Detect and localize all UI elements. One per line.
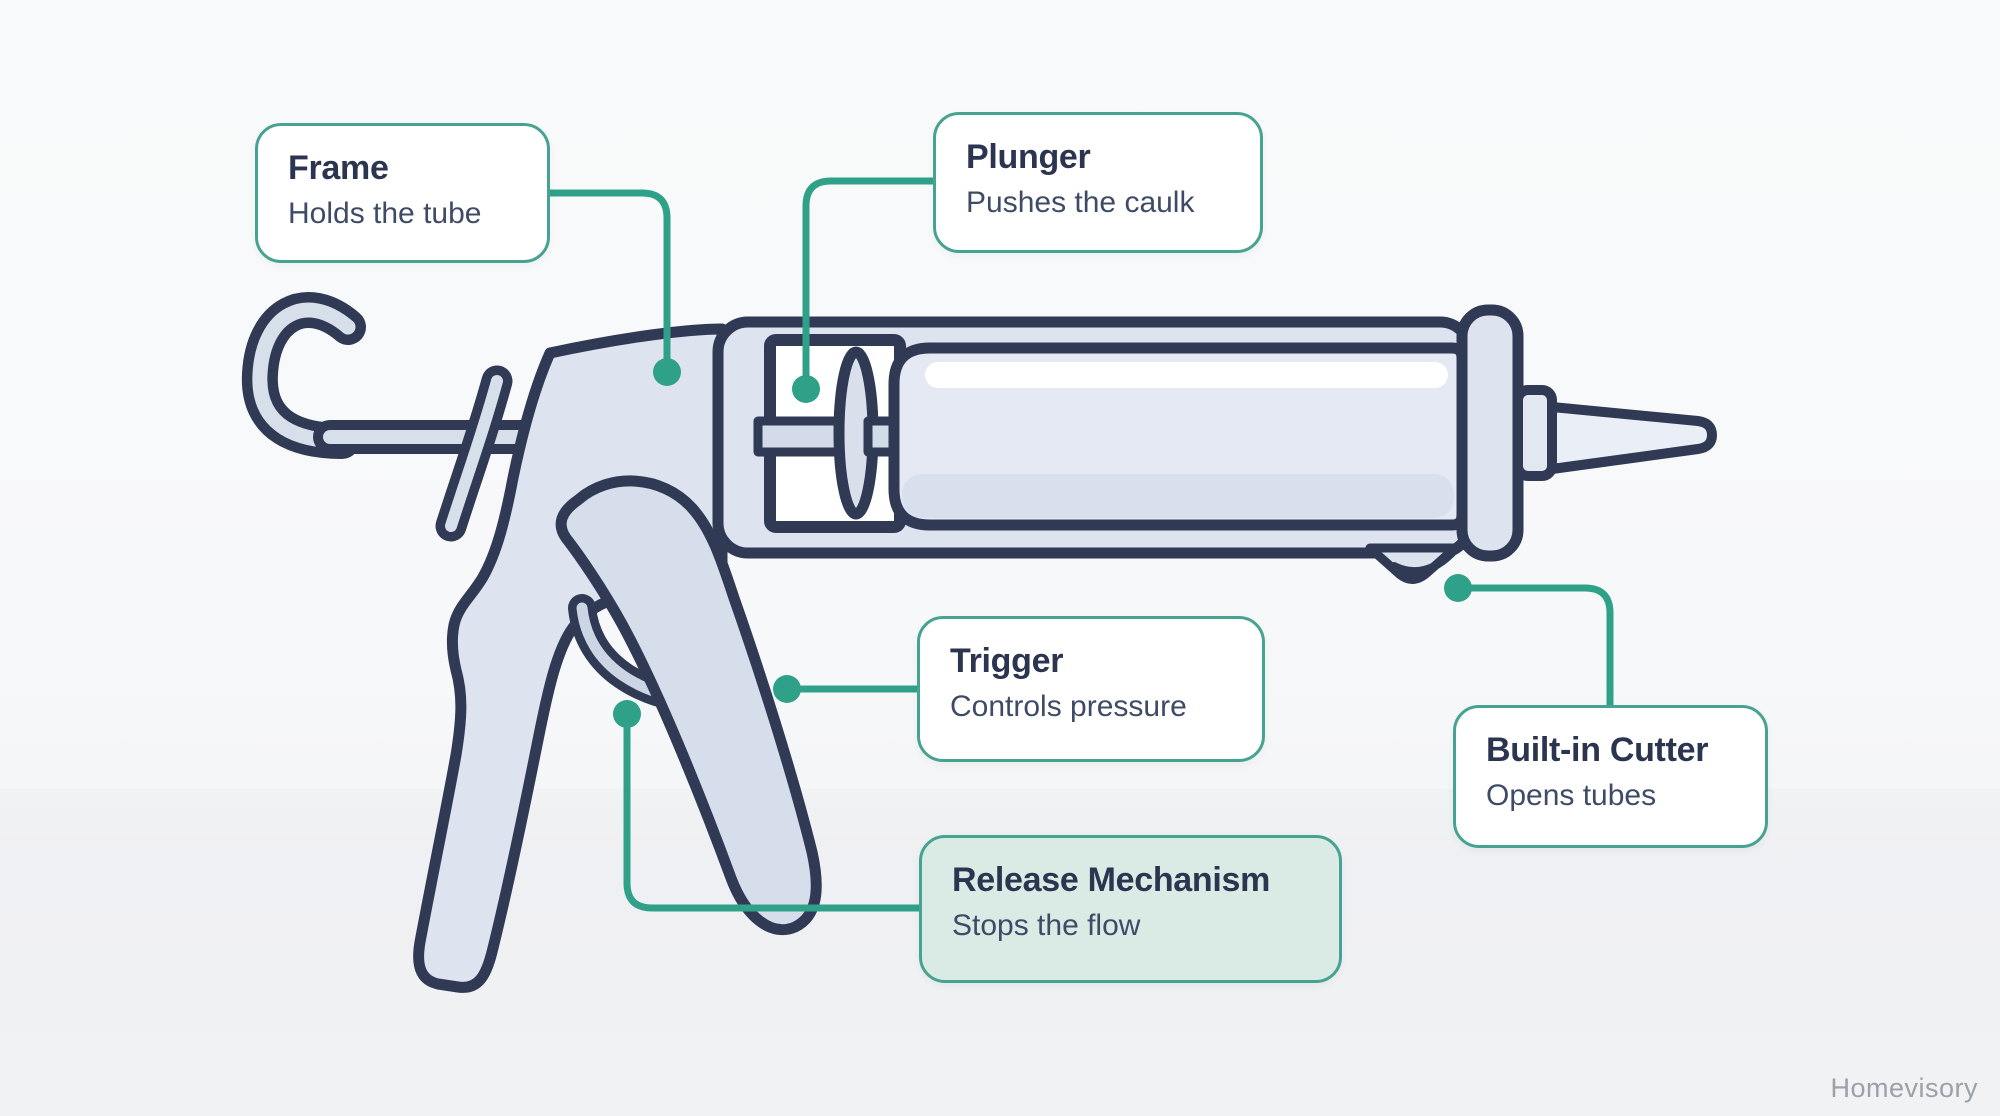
connector-release: [623, 720, 923, 912]
tube-shade: [902, 474, 1454, 518]
trigger-handle: [555, 475, 822, 936]
cutter-dot: [1444, 574, 1472, 602]
nozzle: [1547, 402, 1717, 474]
release-lever: [435, 365, 513, 542]
label-description: Holds the tube: [288, 196, 482, 230]
connector-dots: [613, 358, 1472, 728]
label-description: Pushes the caulk: [966, 185, 1195, 219]
connectors: [546, 177, 1614, 912]
label-description: Stops the flow: [952, 908, 1141, 942]
trigger-dot: [773, 675, 801, 703]
label-box-plunger: Plunger Pushes the caulk: [933, 112, 1263, 253]
label-title: Trigger: [950, 642, 1064, 680]
label-title: Plunger: [966, 138, 1091, 176]
built-in-cutter: [1365, 543, 1460, 584]
label-box-frame: Frame Holds the tube: [255, 123, 550, 263]
caulk-gun-illustration: [241, 292, 1717, 993]
front-cap: [1456, 304, 1524, 562]
label-box-built-in-cutter: Built-in Cutter Opens tubes: [1453, 705, 1768, 848]
label-box-release-mechanism: Release Mechanism Stops the flow: [919, 835, 1342, 983]
connector-frame: [546, 189, 671, 366]
connector-cutter: [1464, 584, 1614, 709]
label-title: Built-in Cutter: [1486, 731, 1709, 769]
release-dot: [613, 700, 641, 728]
frame-dot: [653, 358, 681, 386]
label-title: Release Mechanism: [952, 861, 1271, 899]
label-box-trigger: Trigger Controls pressure: [917, 616, 1265, 762]
label-description: Controls pressure: [950, 689, 1187, 723]
label-description: Opens tubes: [1486, 778, 1657, 812]
watermark: Homevisory: [1830, 1073, 1978, 1103]
nozzle-collar: [1513, 385, 1557, 481]
label-title: Frame: [288, 149, 389, 187]
tube-highlight: [925, 362, 1448, 388]
plunger-dot: [792, 375, 820, 403]
hook-handle: [241, 292, 366, 459]
connector-plunger: [802, 177, 937, 383]
